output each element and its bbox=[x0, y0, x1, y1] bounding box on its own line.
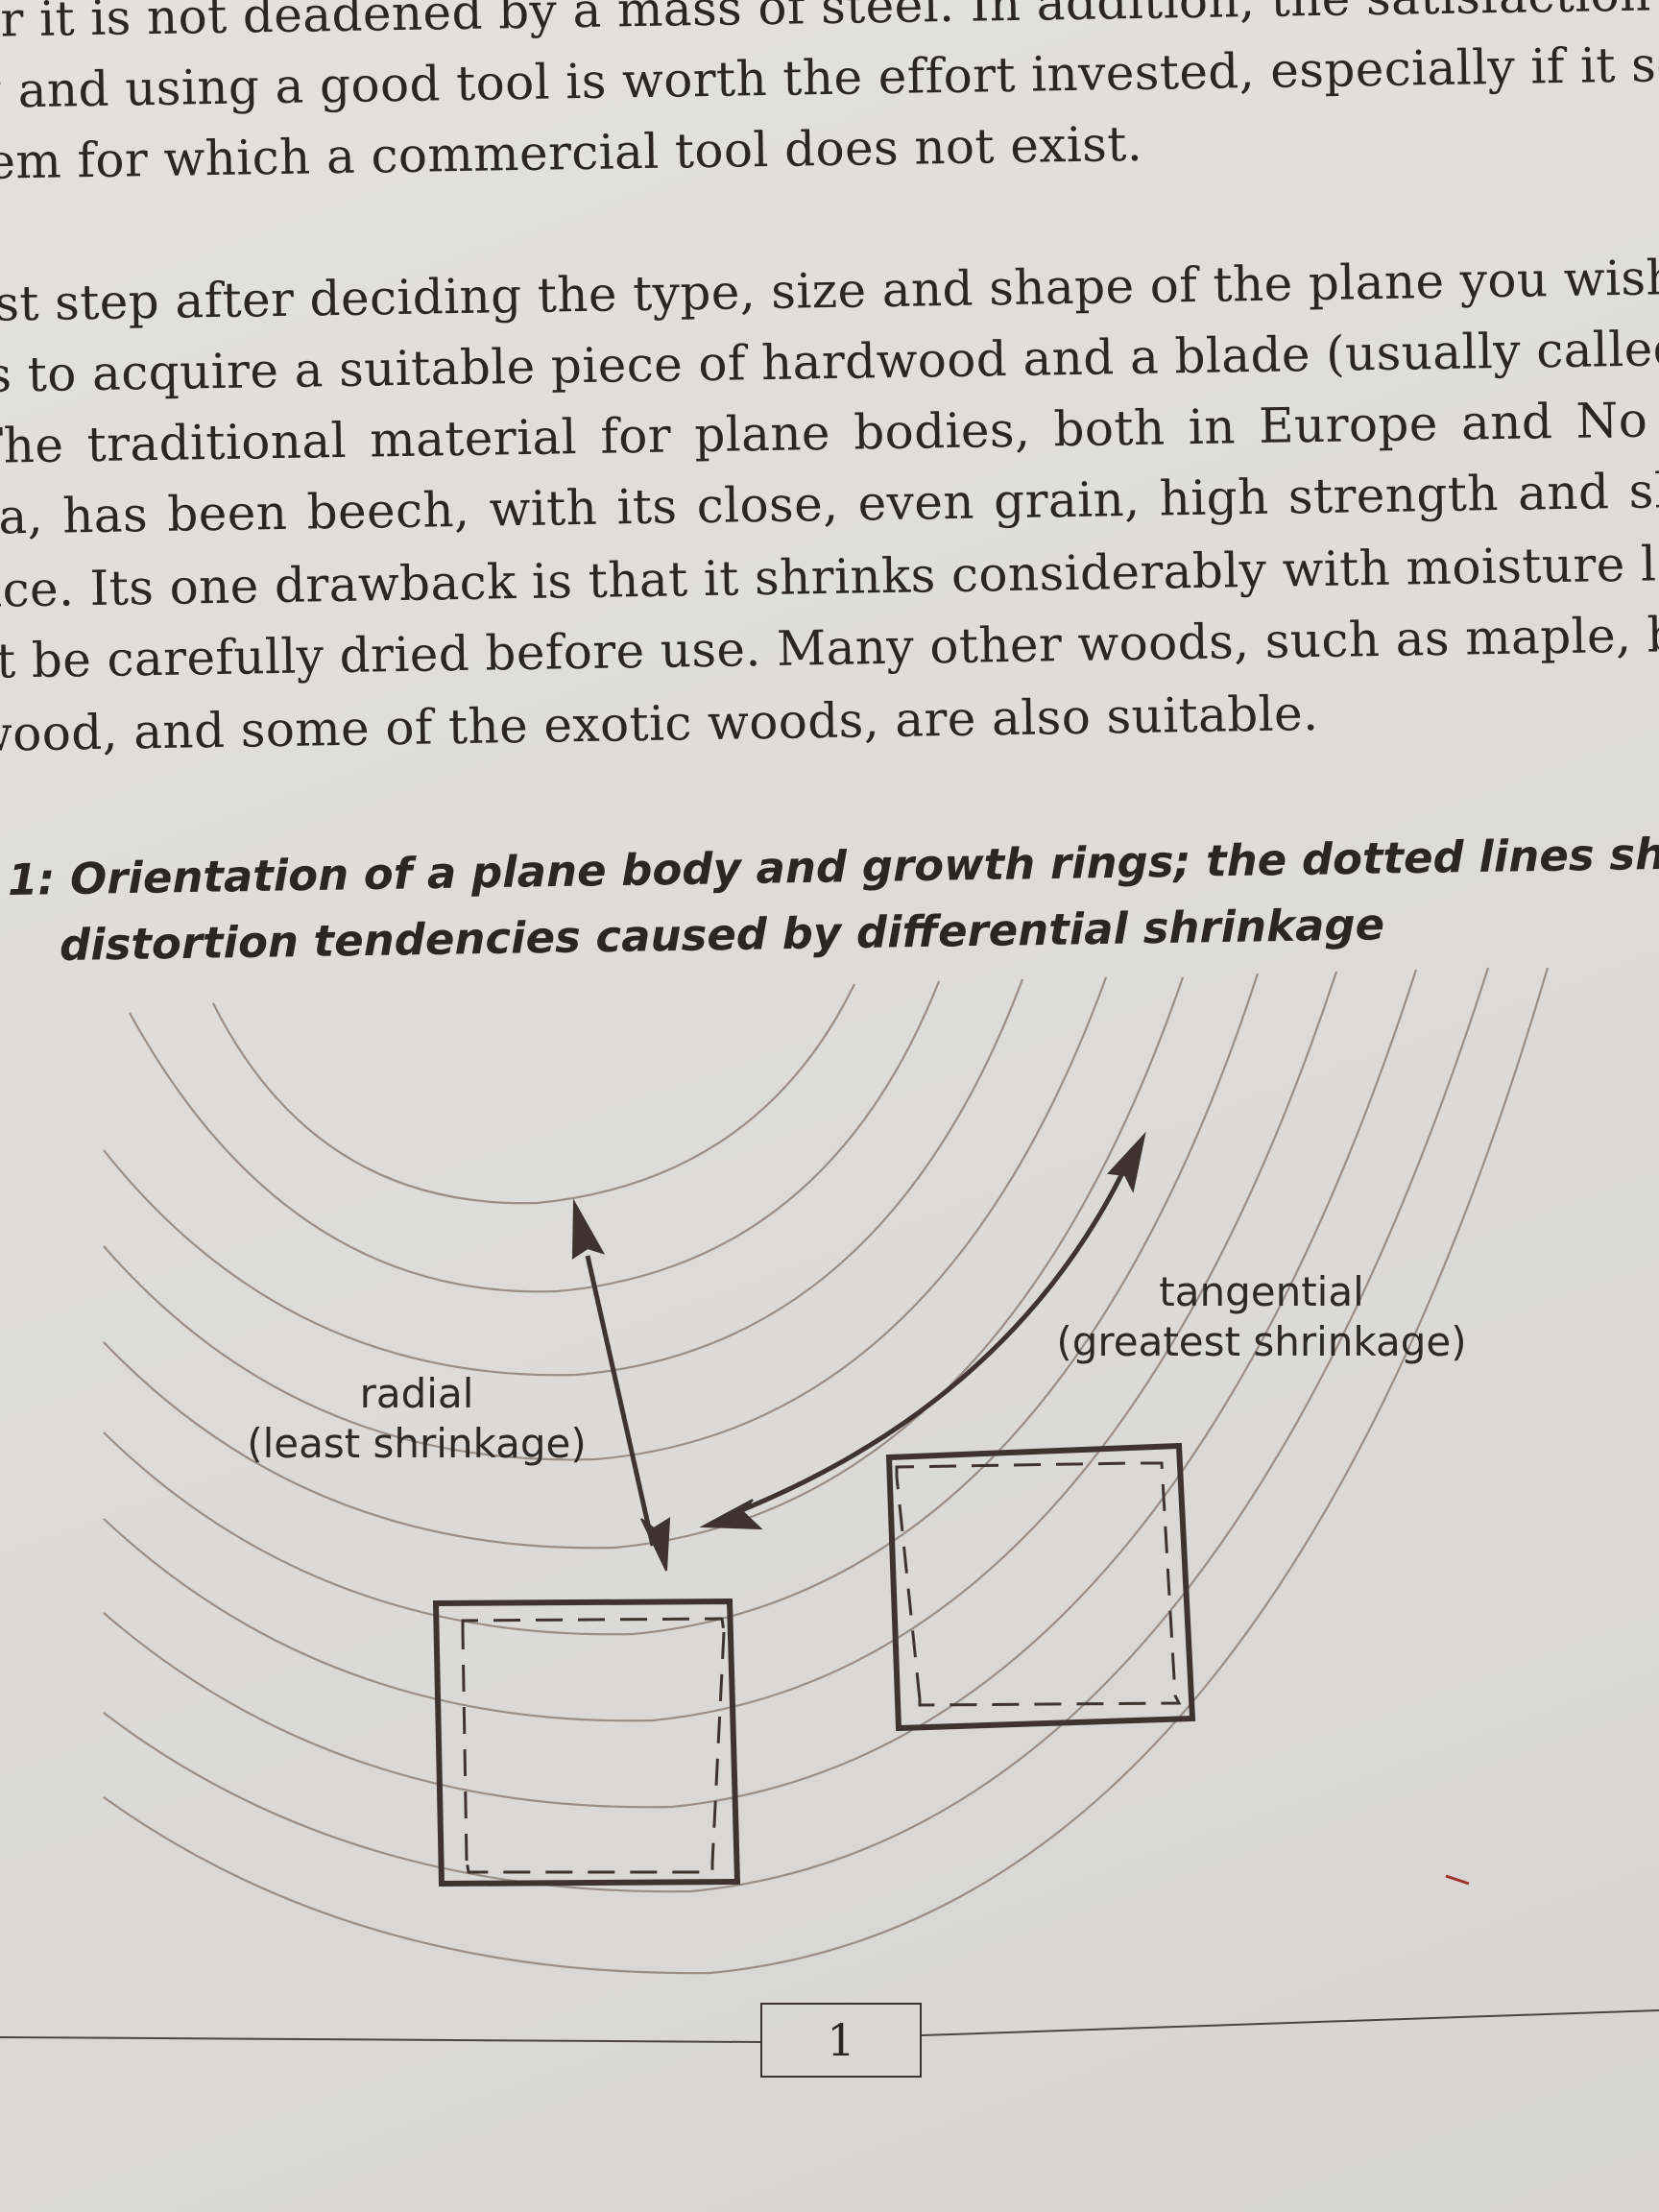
plane-body-tangential bbox=[885, 1442, 1196, 1732]
shrinkage-outline bbox=[461, 1617, 726, 1874]
plane-body-radial bbox=[432, 1598, 741, 1887]
growth-ring bbox=[103, 971, 1338, 1722]
ink-mark bbox=[1445, 1874, 1470, 1886]
arrowhead-bottom bbox=[640, 1517, 671, 1572]
arrowhead-top bbox=[1106, 1131, 1146, 1194]
footer-rule-left bbox=[0, 2036, 761, 2043]
growth-ring bbox=[212, 983, 855, 1205]
growth-ring bbox=[129, 980, 941, 1293]
tangential-label: tangential (greatest shrinkage) bbox=[1050, 1267, 1473, 1367]
tangential-arrow bbox=[699, 1131, 1146, 1530]
footer-rule-right bbox=[921, 2009, 1659, 2036]
radial-arrow bbox=[571, 1198, 671, 1572]
growth-ring bbox=[103, 976, 1108, 1461]
arrowhead-top bbox=[571, 1198, 606, 1260]
growth-ring bbox=[103, 969, 1418, 1809]
radial-label-note: (least shrinkage) bbox=[247, 1420, 587, 1467]
radial-label-title: radial bbox=[359, 1370, 474, 1417]
tangential-label-title: tangential bbox=[1159, 1268, 1364, 1315]
radial-label: radial (least shrinkage) bbox=[244, 1369, 589, 1469]
growth-ring bbox=[103, 967, 1490, 1893]
growth-ring bbox=[103, 973, 1260, 1636]
growth-ring bbox=[103, 978, 1024, 1377]
arrowhead-bottom bbox=[699, 1499, 763, 1530]
tangential-label-note: (greatest shrinkage) bbox=[1056, 1318, 1467, 1365]
shrinkage-outline bbox=[895, 1461, 1182, 1707]
growth-ring bbox=[103, 967, 1550, 1975]
page-number: 1 bbox=[760, 2003, 922, 2078]
